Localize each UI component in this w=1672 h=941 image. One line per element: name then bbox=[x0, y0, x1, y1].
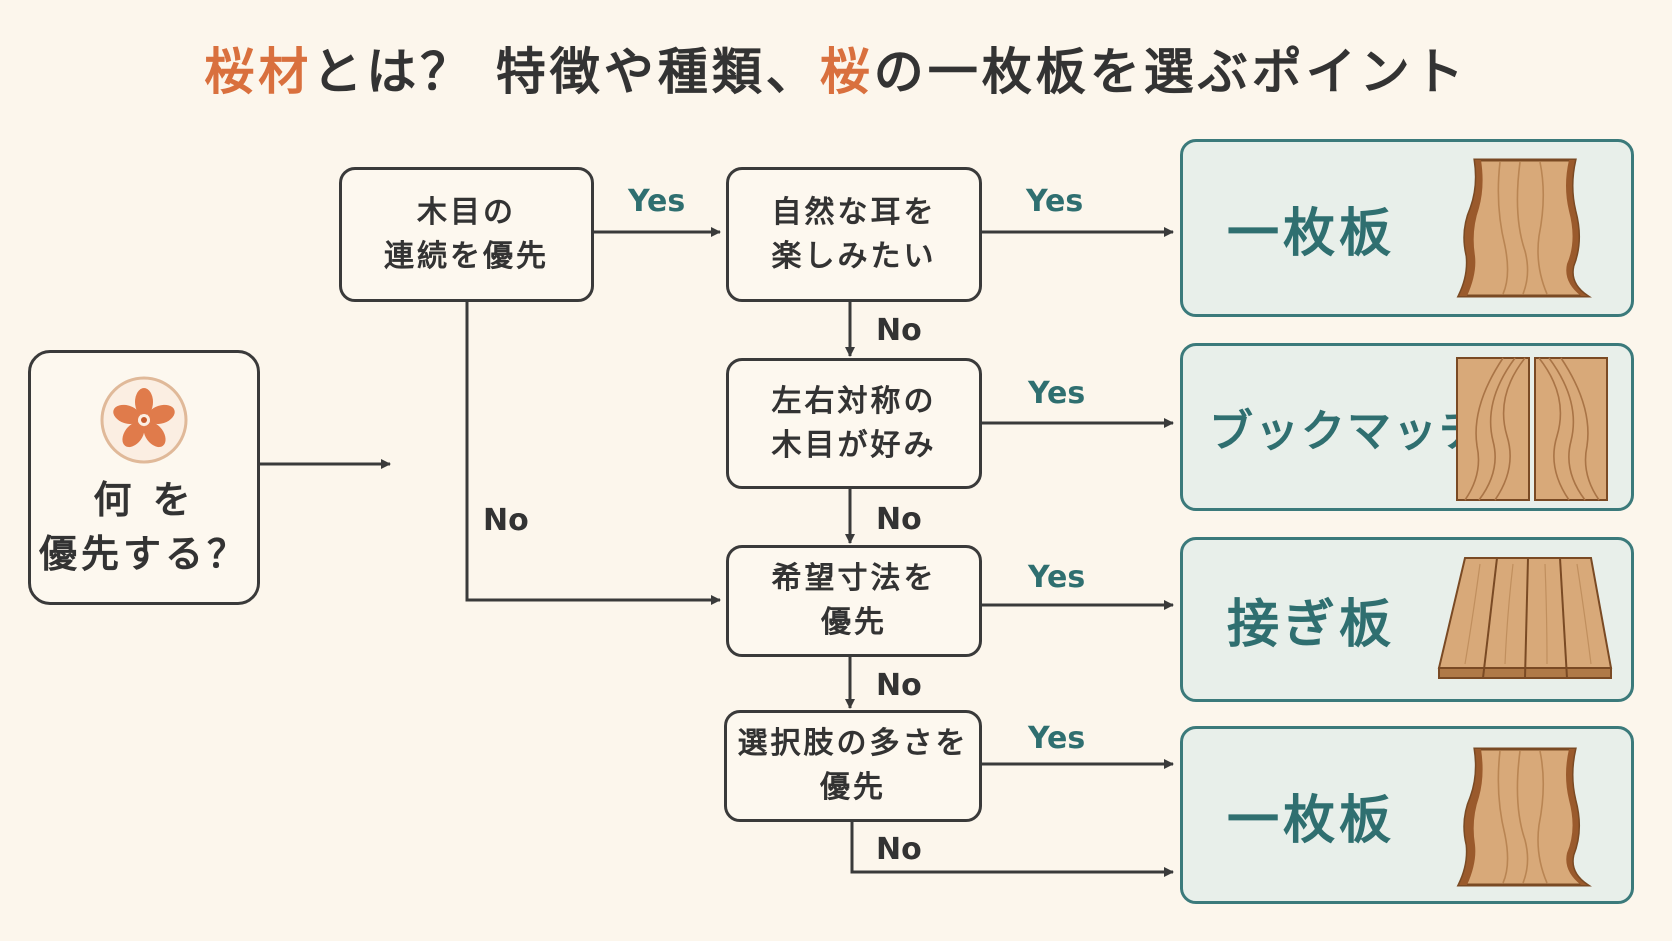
edge-label-d3-no: No bbox=[876, 502, 922, 537]
start-line-1: 何 を bbox=[93, 478, 195, 522]
edge-label-d1-yes: Yes bbox=[628, 184, 686, 219]
decision-natural-edge: 自然な耳を 楽しみたい bbox=[726, 167, 982, 302]
result-joined-board: 接ぎ板 bbox=[1180, 537, 1634, 702]
result-3-label: 接ぎ板 bbox=[1227, 595, 1396, 655]
decision-1-line-2: 連続を優先 bbox=[384, 238, 549, 274]
page-title: 桜材とは？ 特徴や種類、桜の一枚板を選ぶポイント bbox=[0, 32, 1672, 112]
decision-4-line-1: 希望寸法を bbox=[771, 561, 937, 596]
title-part-1: 桜材 bbox=[204, 43, 313, 101]
decision-3-line-2: 木目が好み bbox=[771, 427, 937, 463]
arrow-d5-no bbox=[850, 822, 1174, 877]
start-node: 何 を 優先する？ bbox=[28, 350, 260, 605]
decision-2-line-1: 自然な耳を bbox=[771, 194, 937, 230]
decision-4-line-2: 優先 bbox=[821, 605, 887, 640]
joined-boards-icon bbox=[1437, 557, 1613, 679]
decision-1-line-1: 木目の bbox=[417, 194, 516, 230]
edge-label-d3-yes: Yes bbox=[1028, 376, 1086, 411]
edge-label-d4-no: No bbox=[876, 668, 922, 703]
result-1-label: 一枚板 bbox=[1227, 203, 1396, 264]
decision-more-options: 選択肢の多さを 優先 bbox=[724, 710, 982, 822]
decision-symmetric-grain: 左右対称の 木目が好み bbox=[726, 358, 982, 489]
result-2-label: ブックマッチ bbox=[1209, 406, 1485, 457]
decision-3-line-1: 左右対称の bbox=[771, 383, 937, 419]
edge-label-d5-no: No bbox=[876, 832, 922, 867]
decision-5-line-1: 選択肢の多さを bbox=[737, 726, 969, 761]
decision-5-line-2: 優先 bbox=[820, 770, 886, 805]
edge-label-d1-no: No bbox=[483, 503, 529, 538]
edge-label-d4-yes: Yes bbox=[1028, 560, 1086, 595]
result-bookmatch: ブックマッチ bbox=[1180, 343, 1634, 511]
title-part-3: 桜 bbox=[819, 43, 874, 101]
start-line-2: 優先する？ bbox=[38, 532, 249, 576]
title-part-4: の一枚板を選ぶポイント bbox=[873, 43, 1468, 101]
edge-label-d5-yes: Yes bbox=[1028, 721, 1086, 756]
decision-desired-size: 希望寸法を 優先 bbox=[726, 545, 982, 657]
result-4-label: 一枚板 bbox=[1227, 790, 1396, 851]
bookmatch-boards-icon bbox=[1456, 357, 1608, 501]
decision-2-line-2: 楽しみたい bbox=[771, 238, 937, 274]
arrow-d1-no bbox=[465, 302, 721, 605]
cherry-blossom-icon bbox=[100, 376, 188, 464]
title-part-2: とは？ 特徴や種類、 bbox=[312, 43, 820, 101]
edge-label-d2-no: No bbox=[876, 313, 922, 348]
result-single-slab: 一枚板 bbox=[1180, 139, 1634, 317]
result-single-slab-2: 一枚板 bbox=[1180, 726, 1634, 904]
live-edge-slab-icon bbox=[1456, 158, 1592, 298]
live-edge-slab-icon bbox=[1456, 747, 1592, 887]
edge-label-d2-yes: Yes bbox=[1026, 184, 1084, 219]
decision-grain-continuity: 木目の 連続を優先 bbox=[339, 167, 594, 302]
